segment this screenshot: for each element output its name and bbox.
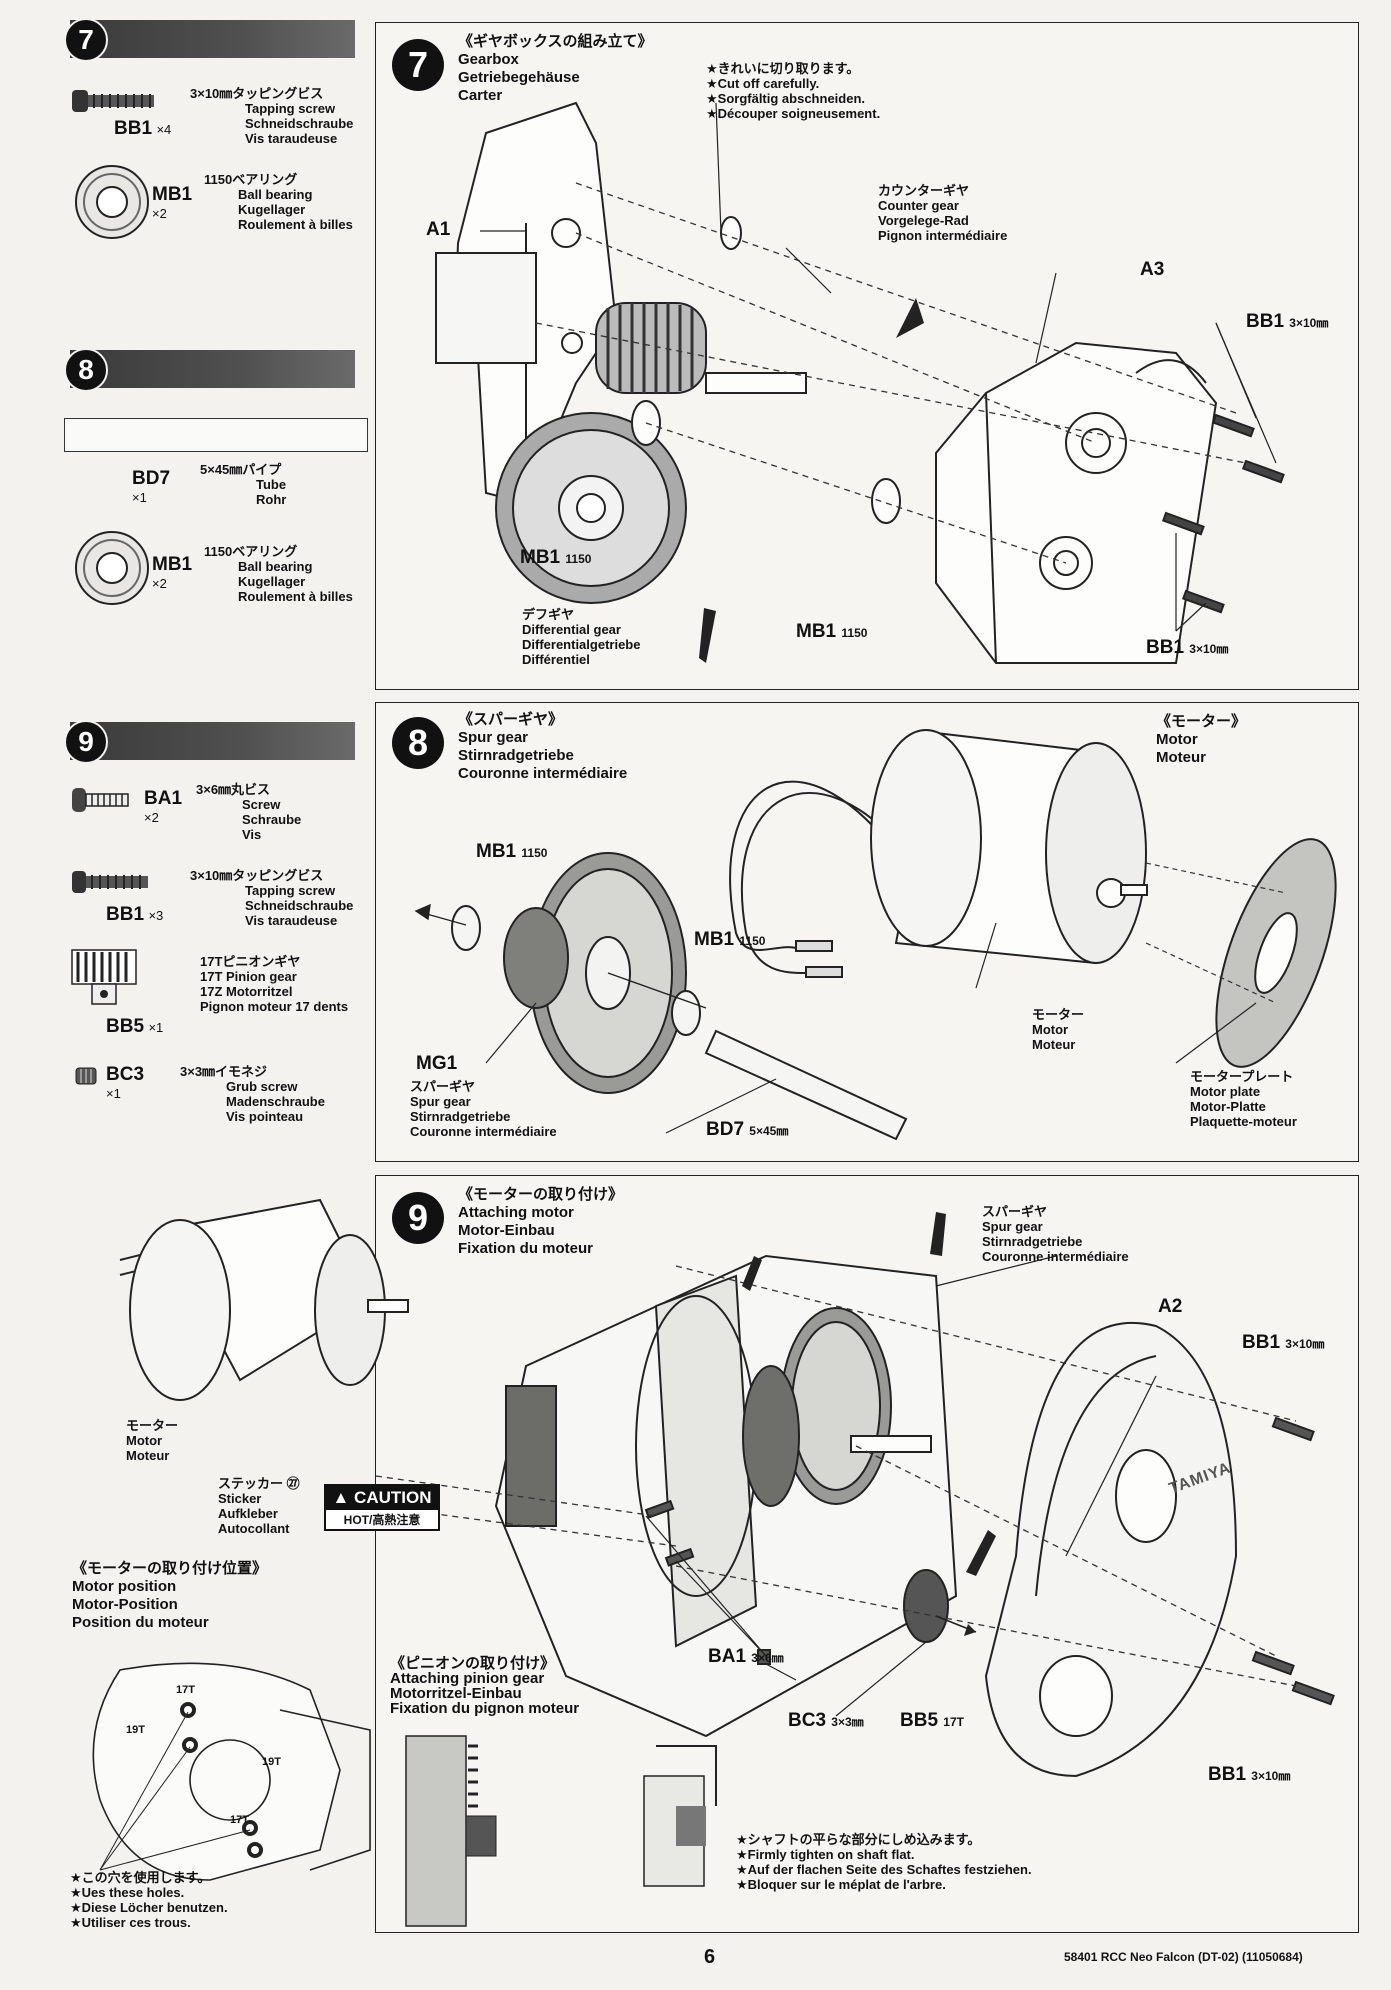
- step8-blank-box: [64, 418, 368, 452]
- panel7-number-badge: 7: [392, 39, 444, 91]
- spur-gear-motor-drawing: [414, 729, 1337, 1141]
- panel9-pinion-attach-title: 《ピニオンの取り付け》 Attaching pinion gear Motorr…: [390, 1655, 580, 1717]
- label-mb1-a: MB1 1150: [476, 841, 548, 862]
- label-mb1-b: MB1 1150: [694, 929, 766, 950]
- panel8-spur-gear-label: スパーギヤ Spur gear Stirnradgetriebe Couronn…: [410, 1079, 557, 1139]
- tapping-screw-icon: [72, 90, 154, 112]
- sidebar-part-mb1: MB1 ×2: [152, 554, 193, 591]
- pinion-gear-icon: [71, 949, 137, 1005]
- motor-position-diagram: [92, 1662, 371, 1881]
- sidebar-part-bc3-desc: 3×3㎜イモネジ Grub screw Madenschraube Vis po…: [180, 1064, 325, 1124]
- step7-number-badge: 7: [64, 18, 108, 62]
- round-screw-icon: [72, 788, 129, 812]
- caution-sticker: ▲ CAUTION HOT/高熱注意: [324, 1484, 440, 1531]
- model-code: 58401 RCC Neo Falcon (DT-02) (11050684): [1064, 1950, 1303, 1964]
- label-mb1-left: MB1 1150: [520, 547, 592, 568]
- step7-header-bar: 7: [64, 18, 355, 62]
- label-bb5: BB5 17T: [900, 1710, 964, 1731]
- panel9-number-badge: 9: [392, 1192, 444, 1244]
- panel8-title: 《スパーギヤ》 Spur gear Stirnradgetriebe Couro…: [458, 711, 628, 782]
- panel-step8: 8 《スパーギヤ》 Spur gear Stirnradgetriebe Cou…: [375, 702, 1359, 1162]
- tooth-label: 19T: [126, 1724, 145, 1736]
- panel9-use-holes-note: ★この穴を使用します。 ★Ues these holes. ★Diese Löc…: [70, 1870, 228, 1930]
- label-bb1-top: BB1 3×10㎜: [1246, 311, 1329, 332]
- sidebar-part-bb5-desc: 17Tピニオンギヤ 17T Pinion gear 17Z Motorritze…: [200, 954, 349, 1014]
- grub-screw-icon: [75, 1067, 97, 1085]
- ball-bearing-icon: [75, 165, 149, 239]
- gearbox-exploded-drawing: [435, 101, 1285, 664]
- label-bc3: BC3 3×3㎜: [788, 1710, 864, 1731]
- sidebar-part-bb5: BB5 ×1: [106, 1016, 164, 1037]
- panel7-title: 《ギヤボックスの組み立て》 Gearbox Getriebegehäuse Ca…: [458, 33, 653, 104]
- panel-step7: 7 《ギヤボックスの組み立て》 Gearbox Getriebegehäuse …: [375, 22, 1359, 690]
- label-bb1-bottom: BB1 3×10㎜: [1208, 1764, 1291, 1785]
- label-bb1-bottom: BB1 3×10㎜: [1146, 637, 1229, 658]
- sidebar-part-bd7-desc: 5×45㎜パイプ Tube Rohr: [200, 462, 287, 507]
- tooth-label: 19T: [262, 1756, 281, 1768]
- panel8-number-badge: 8: [392, 717, 444, 769]
- panel7-diff-gear-label: デフギヤ Differential gear Differentialgetri…: [522, 607, 641, 667]
- sidebar-part-mb1-desc: 1150ベアリング Ball bearing Kugellager Roulem…: [204, 172, 353, 232]
- sidebar-part-bb1-desc: 3×10㎜タッピングビス Tapping screw Schneidschrau…: [190, 86, 354, 146]
- tooth-label: 17T: [176, 1684, 195, 1696]
- sidebar-part-bc3: BC3 ×1: [106, 1064, 145, 1101]
- sidebar-part-bb1: BB1 ×4: [114, 118, 171, 140]
- panel-step9: 9 《モーターの取り付け》 Attaching motor Motor-Einb…: [375, 1175, 1359, 1933]
- step8-number-badge: 8: [64, 348, 108, 392]
- pinion-detail-drawing: [405, 1735, 717, 1927]
- step9-number-badge: 9: [64, 720, 108, 764]
- motor-mount-drawing: [375, 1212, 1335, 1778]
- sidebar-part-bd7: BD7 ×1: [132, 468, 171, 505]
- tooth-label: 17T: [230, 1814, 249, 1826]
- sidebar-part-ba1-desc: 3×6㎜丸ビス Screw Schraube Vis: [196, 782, 302, 842]
- step8-header-bar: 8: [64, 348, 355, 392]
- motor-drawing: [119, 1198, 409, 1401]
- sidebar-part-ba1: BA1 ×2: [144, 788, 183, 825]
- label-a3: A3: [1140, 259, 1165, 280]
- sidebar-part-mb1-desc: 1150ベアリング Ball bearing Kugellager Roulem…: [204, 544, 353, 604]
- panel9-motor-position-title: 《モーターの取り付け位置》 Motor position Motor-Posit…: [72, 1560, 268, 1631]
- panel9-motor-label: モーター Motor Moteur: [126, 1418, 179, 1463]
- panel8-motor-title: 《モーター》 Motor Moteur: [1156, 713, 1247, 766]
- label-a2: A2: [1158, 1296, 1183, 1317]
- sidebar-part-bb1: BB1 ×3: [106, 904, 164, 925]
- step9-header-bar: 9: [64, 720, 355, 764]
- warning-icon: ▲: [332, 1488, 350, 1507]
- sidebar-part-mb1: MB1 ×2: [152, 184, 193, 221]
- label-bd7: BD7 5×45㎜: [706, 1119, 789, 1140]
- page-number: 6: [704, 1946, 716, 1968]
- part-code: BB1: [114, 118, 153, 139]
- panel9-shaft-note: ★シャフトの平らな部分にしめ込みます。 ★Firmly tighten on s…: [736, 1832, 1032, 1892]
- label-bb1-top: BB1 3×10㎜: [1242, 1332, 1325, 1353]
- label-mg1: MG1: [416, 1053, 458, 1074]
- label-ba1: BA1 3×6㎜: [708, 1646, 784, 1667]
- panel9-sticker-label: ステッカー ㉗ Sticker Aufkleber Autocollant: [218, 1476, 300, 1536]
- panel8-motor-label: モーター Motor Moteur: [1032, 1007, 1085, 1052]
- part-qty: ×4: [156, 122, 172, 137]
- panel8-motor-plate-label: モータープレート Motor plate Motor-Platte Plaque…: [1190, 1069, 1297, 1129]
- panel9-title: 《モーターの取り付け》 Attaching motor Motor-Einbau…: [458, 1186, 624, 1257]
- label-mb1-right: MB1 1150: [796, 621, 868, 642]
- ball-bearing-icon: [75, 531, 149, 605]
- tapping-screw-icon: [72, 871, 148, 893]
- label-a1: A1: [426, 219, 451, 240]
- panel7-cut-note: ★きれいに切り取ります。 ★Cut off carefully. ★Sorgfä…: [706, 61, 881, 121]
- sidebar-part-bb1-desc: 3×10㎜タッピングビス Tapping screw Schneidschrau…: [190, 868, 354, 928]
- panel7-counter-gear-label: カウンターギヤ Counter gear Vorgelege-Rad Pigno…: [878, 183, 1008, 243]
